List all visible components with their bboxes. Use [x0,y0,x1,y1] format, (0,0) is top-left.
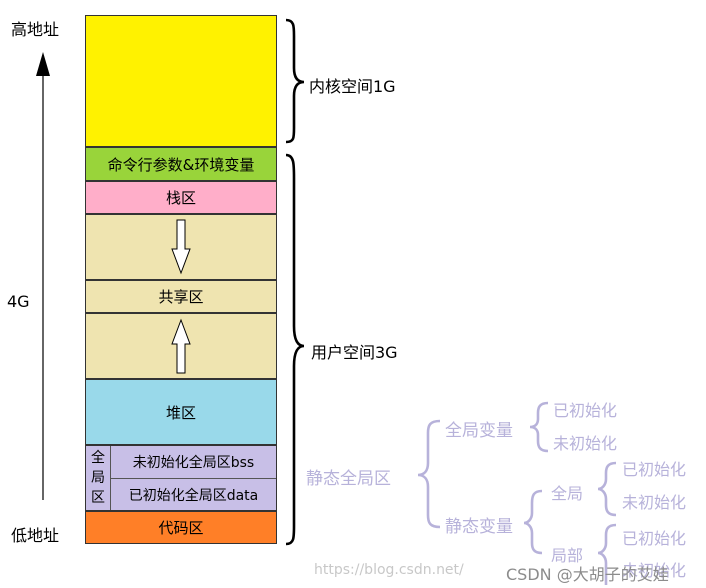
shared-block: 共享区 [85,280,277,313]
static-var-label: 静态变量 [445,517,513,537]
kernel-space-label: 内核空间1G [309,77,396,96]
shared-label: 共享区 [158,288,204,306]
global-area-group: 全 局 区 未初始化全局区bss 已初始化全局区data [85,445,277,511]
watermark-url: https://blog.csdn.net/ [314,562,464,578]
code-block: 代码区 [85,511,277,544]
heap-label: 堆区 [165,403,196,422]
data-block: 已初始化全局区data [111,479,276,510]
static-global-label: 全局 [551,484,584,503]
watermark-credit: CSDN @大胡子的艾娃 [506,565,669,584]
static-local-label: 局部 [551,546,584,565]
heap-block: 堆区 [85,379,277,445]
global-var-label: 全局变量 [445,421,513,441]
static-local-initialized: 已初始化 [622,529,687,548]
static-global-uninitialized: 未初始化 [622,493,687,512]
user-brace [285,153,305,546]
global-var-initialized: 已初始化 [553,401,618,420]
user-space-label: 用户空间3G [311,343,398,362]
tree-root-label: 静态全局区 [306,469,391,489]
args-env-block: 命令行参数&环境变量 [85,147,277,181]
kernel-space-block [85,15,277,147]
up-arrow-icon [171,318,191,374]
heap-growth-gap [85,313,277,379]
memory-braces [285,18,305,546]
bss-block: 未初始化全局区bss [111,446,276,479]
static-local-uninitialized: 未初始化 [622,561,687,580]
address-axis-arrow [36,52,50,500]
stack-label: 栈区 [165,189,196,207]
stack-block: 栈区 [85,181,277,214]
static-global-initialized: 已初始化 [622,460,687,479]
tree-braces [417,401,617,585]
total-size-label: 4G [7,292,30,311]
data-label: 已初始化全局区data [128,487,259,504]
high-address-label: 高地址 [11,20,60,39]
args-env-label: 命令行参数&环境变量 [107,155,255,174]
bss-label: 未初始化全局区bss [132,455,255,471]
kernel-brace [285,18,305,144]
low-address-label: 低地址 [11,526,60,545]
global-var-uninitialized: 未初始化 [553,434,618,453]
code-label: 代码区 [158,519,204,537]
global-area-vertical-label: 全 局 区 [86,446,111,510]
stack-growth-gap [85,214,277,280]
down-arrow-icon [171,219,191,275]
